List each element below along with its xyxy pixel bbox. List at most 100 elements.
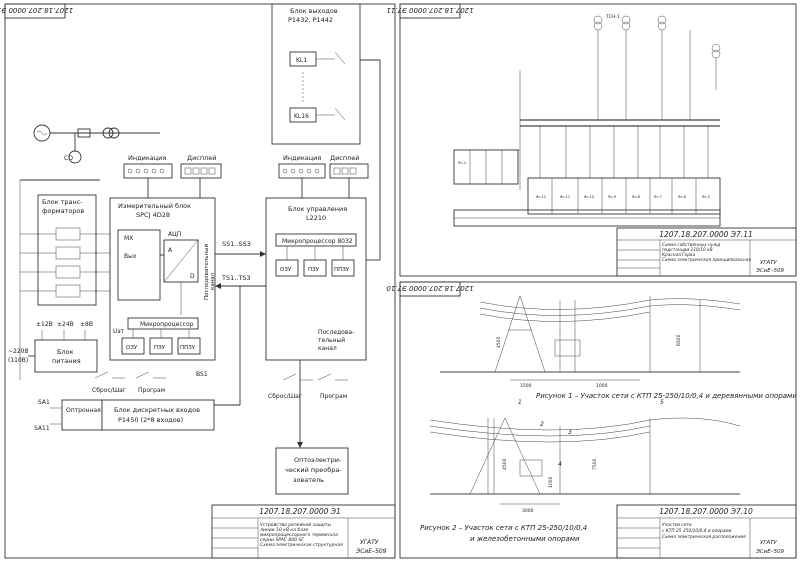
uet-label: Uэт <box>113 328 125 335</box>
marker-1: 1 <box>518 399 522 406</box>
measuring-title: Измерительный блок <box>118 202 191 210</box>
bottom-right-frame <box>399 281 797 559</box>
top-right-doc-code: 1207.18.207.0000 Э7.11 <box>659 230 753 239</box>
measuring-serial-2: канал <box>210 272 216 290</box>
measuring-cpu: Микропроцессор <box>140 321 194 328</box>
power-block: ±12В ±24В ±8В Блок питания ~220В (110В) <box>8 321 98 373</box>
bottom-right-desc-2: с КТП 25-250/10/0,4 и опорами <box>662 528 732 534</box>
feeder-4: Яч.9 <box>608 195 616 199</box>
left-frame <box>4 3 396 559</box>
marker-5: 5 <box>660 399 664 406</box>
ss-label: SS1..SS3 <box>222 240 251 248</box>
control-ram: ОЗУ <box>280 267 292 273</box>
indication-label-2: Индикация <box>283 154 321 162</box>
power-out-24: ±24В <box>57 321 74 328</box>
tsn-transformers <box>519 15 721 190</box>
measuring-eeprom: ППЗУ <box>180 345 196 351</box>
bottom-right-desc-3: Схема электрическая расположения <box>662 534 746 540</box>
marker-3: 3 <box>568 429 572 436</box>
top-right-frame <box>399 3 797 277</box>
left-desc-1: Устройство релейной защиты <box>260 522 331 528</box>
control-serial-2: тельный <box>318 337 345 344</box>
top-right-org-1: УГАТУ <box>760 260 778 266</box>
transformer-title-2: форматоров <box>42 207 84 215</box>
top-right-sheet: 1207.18.207.0000 Э7.11 ТСН-1 <box>386 3 797 277</box>
feeder-3: Яч.10 <box>584 195 594 199</box>
dim-1000: 1000 <box>596 383 608 389</box>
feeder-6: Яч.7 <box>654 195 662 199</box>
figure-1-caption: Рисунок 1 – Участок сети с КТП 25-250/10… <box>536 392 797 400</box>
control-title: Блок управления <box>288 205 347 213</box>
converter-title-1: Оптоэлектри- <box>294 456 342 464</box>
dim-3000: 3000 <box>522 508 534 514</box>
feeder-labels: Яч.12 Яч.11 Яч.10 Яч.9 Яч.8 Яч.7 Яч.6 Яч… <box>458 161 710 199</box>
marker-4: 4 <box>558 461 562 468</box>
dim-6500: 6500 <box>676 334 682 346</box>
feeder-1: Яч.12 <box>536 195 546 199</box>
figure-2-markers: 1 2 3 4 5 <box>518 399 664 468</box>
co-label: CO <box>64 155 73 162</box>
dim-1500: 1500 <box>520 383 532 389</box>
bottom-right-org-2: ЭСиЕ–509 <box>755 549 784 555</box>
prog-label-2: Програм <box>320 393 347 400</box>
top-right-desc-4: Схема электрическая принципиальная <box>662 257 751 263</box>
reset-label-2: Сброс/Шаг <box>268 393 302 400</box>
dim-4500-a: 4500 <box>496 336 502 348</box>
left-desc-2: линии 10 кВ на базе <box>259 527 308 533</box>
top-right-desc-1: Схема собственных нужд <box>662 242 720 248</box>
control-serial-3: канал <box>318 345 337 352</box>
display-label-1: Дисплей <box>187 154 217 162</box>
control-indicators: Индикация Дисплей <box>278 154 369 198</box>
marker-2: 2 <box>540 421 544 428</box>
left-org-1: УГАТУ <box>360 539 379 546</box>
measuring-indicators: Индикация Дисплей <box>123 154 222 198</box>
top-right-org-2: ЭСиЕ–509 <box>755 268 784 274</box>
discrete-model: Р1450 (2*8 входов) <box>118 416 183 424</box>
outputs-block: Блок выходов Р1432, Р1442 KL1 KL16 <box>271 3 381 261</box>
bottom-right-desc-1: Участки сети <box>662 522 692 528</box>
relay-kl1: KL1 <box>296 57 307 64</box>
feeder-9: Яч.4 <box>458 161 467 165</box>
power-in-220: ~220В <box>8 348 29 355</box>
figure-2-caption-2: и железобетонными опорами <box>470 535 580 543</box>
measuring-serial-1: Последовательный <box>203 244 210 300</box>
indication-label-1: Индикация <box>128 154 166 162</box>
control-block: Блок управления L2210 Микропроцессор 803… <box>239 197 367 448</box>
top-right-desc-2: подстанции 110/10 кВ <box>662 247 713 253</box>
tsn-label: ТСН-1 <box>605 14 620 20</box>
measuring-block: Измерительный блок SPCJ 4D28 MX Вых АЦП … <box>109 197 216 361</box>
feeder-2: Яч.11 <box>560 195 570 199</box>
control-eeprom: ППЗУ <box>334 267 350 273</box>
feeder-boxes <box>453 149 721 227</box>
left-desc-4: серии SPAC 800 SF <box>260 537 304 543</box>
control-serial-1: Последова- <box>318 329 354 336</box>
adc-a: A <box>168 247 173 254</box>
left-title-block: 1207.18.207.0000 Э1 Устройство релейной … <box>211 504 396 559</box>
bottom-right-title-block: 1207.18.207.0000 Э7.10 Участки сети с КТ… <box>616 504 797 559</box>
figure-2-caption-1: Рисунок 2 – Участок сети с КТП 25-250/10… <box>420 524 587 532</box>
control-model: L2210 <box>306 214 326 222</box>
display-label-2: Дисплей <box>330 154 360 162</box>
transformer-block: Блок транс- форматоров <box>20 194 118 306</box>
power-out-12: ±12В <box>36 321 53 328</box>
opto-isolation: Оптронная развязка <box>66 407 131 414</box>
dim-7500: 7500 <box>592 458 598 470</box>
mx-out-label: Вых <box>124 253 137 260</box>
adc-d: D <box>190 273 195 280</box>
converter-title-3: зователь <box>293 476 324 484</box>
dim-1000-h: 1000 <box>548 476 554 488</box>
feeder-8: Яч.5 <box>702 195 710 199</box>
dim-4500-b: 4500 <box>502 458 508 470</box>
buttons: Сброс/Шаг Програм BS1 Сброс/Шаг Програм <box>92 371 348 400</box>
discrete-inputs: SA1 SA11 Оптронная развязка Блок дискрет… <box>34 399 240 432</box>
converter-block: Оптоэлектри- ческий преобра- зователь <box>275 447 349 495</box>
feeder-5: Яч.8 <box>632 195 640 199</box>
feeder-7: Яч.6 <box>678 195 686 199</box>
top-right-desc-3: Красная Горка <box>662 252 696 258</box>
figure-1-drawing <box>440 295 741 381</box>
control-cpu: Микропроцессор 8032 <box>282 238 353 245</box>
sa11-label: SA11 <box>34 425 50 432</box>
reset-label-1: Сброс/Шаг <box>92 387 126 394</box>
top-right-title-block: 1207.18.207.0000 Э7.11 Схема собственных… <box>616 227 797 277</box>
